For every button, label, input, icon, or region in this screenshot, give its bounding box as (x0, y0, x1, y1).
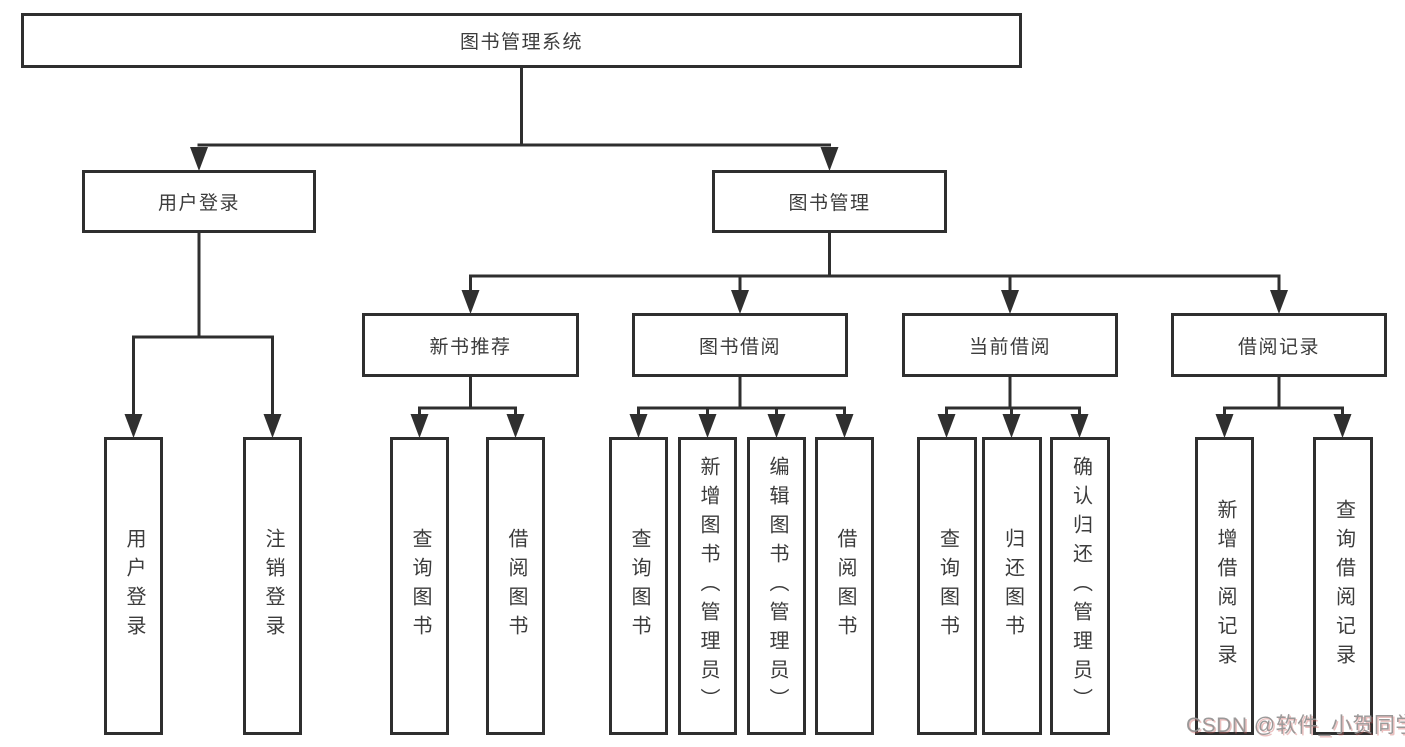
node-label: 新书推荐 (429, 336, 512, 358)
node-label: 查询图书 (628, 528, 650, 644)
node-current-borrowing: 当前借阅 (902, 313, 1118, 377)
leaf-logout: 注销登录 (243, 437, 302, 735)
leaf-borrowing-edit-books-admin: 编辑图书（管理员） (747, 437, 806, 735)
node-user-login: 用户登录 (82, 170, 316, 233)
leaf-newbooks-borrow-books: 借阅图书 (486, 437, 545, 735)
node-label: 借阅图书 (834, 528, 856, 644)
leaf-current-confirm-return-admin: 确认归还（管理员） (1050, 437, 1110, 735)
leaf-current-query-books: 查询图书 (917, 437, 977, 735)
leaf-user-login: 用户登录 (104, 437, 163, 735)
node-label: 确认归还（管理员） (1069, 455, 1092, 717)
node-label: 图书借阅 (698, 336, 781, 358)
node-label: 归还图书 (1001, 528, 1024, 644)
leaf-borrowing-add-books-admin: 新增图书（管理员） (678, 437, 737, 735)
node-label: 借阅图书 (505, 528, 527, 644)
leaf-borrowing-borrow-books: 借阅图书 (815, 437, 874, 735)
node-label: 用户登录 (157, 193, 240, 214)
csdn-watermark: CSDN @软件_小贺同学 (1186, 714, 1405, 737)
node-label: 查询图书 (409, 528, 431, 644)
node-book-management: 图书管理 (712, 170, 947, 233)
leaf-current-return-books: 归还图书 (982, 437, 1042, 735)
node-borrowing-records: 借阅记录 (1171, 313, 1387, 377)
node-book-borrowing: 图书借阅 (632, 313, 848, 377)
leaf-records-add: 新增借阅记录 (1195, 437, 1254, 735)
node-label: 注销登录 (262, 528, 284, 644)
node-label: 借阅记录 (1237, 336, 1320, 358)
node-label: 当前借阅 (968, 336, 1051, 358)
leaf-records-query: 查询借阅记录 (1313, 437, 1373, 735)
node-label: 新增图书（管理员） (697, 455, 719, 717)
node-label: 查询图书 (936, 528, 959, 644)
node-label: 新增借阅记录 (1214, 499, 1236, 673)
node-label: 用户登录 (123, 528, 145, 644)
node-root-library-system: 图书管理系统 (21, 13, 1022, 68)
leaf-newbooks-query-books: 查询图书 (390, 437, 449, 735)
node-label: 图书管理 (788, 193, 871, 214)
node-label: 编辑图书（管理员） (766, 455, 788, 717)
leaf-borrowing-query-books: 查询图书 (609, 437, 668, 735)
node-label: 图书管理系统 (459, 32, 583, 53)
node-label: 查询借阅记录 (1332, 499, 1355, 673)
node-new-book-recommend: 新书推荐 (362, 313, 579, 377)
